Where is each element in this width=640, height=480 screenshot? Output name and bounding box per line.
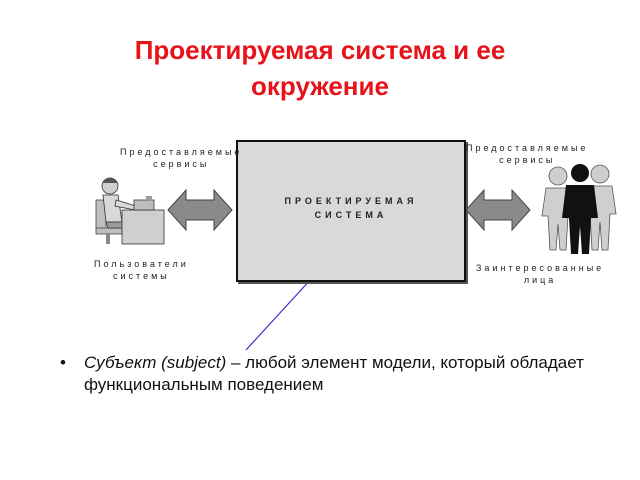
stakeholders-label: Заинтересованные лица — [476, 262, 604, 286]
stakeholders-line-1: Заинтересованные — [476, 263, 605, 273]
right-services-label: Предоставляемые сервисы — [466, 142, 588, 166]
system-line-2: СИСТЕМА — [314, 210, 388, 220]
left-services-line-1: Предоставляемые — [120, 147, 243, 157]
connector-line — [245, 277, 313, 351]
designed-system-label: ПРОЕКТИРУЕМАЯ СИСТЕМА — [238, 194, 464, 222]
right-services-line-1: Предоставляемые — [466, 143, 589, 153]
right-double-arrow — [465, 188, 531, 232]
slide-title: Проектируемая система и ее окружение — [60, 32, 580, 104]
user-at-computer-icon — [95, 177, 165, 245]
designed-system-box: ПРОЕКТИРУЕМАЯ СИСТЕМА — [236, 140, 466, 282]
left-double-arrow — [167, 188, 233, 232]
bullet-term: Субъект (subject) — [84, 353, 227, 372]
left-services-line-2: сервисы — [153, 159, 210, 169]
title-line-2: окружение — [251, 71, 389, 101]
system-users-line-1: Пользователи — [94, 259, 189, 269]
bullet-text: Субъект (subject) – любой элемент модели… — [84, 352, 624, 396]
stakeholders-line-2: лица — [523, 275, 557, 285]
stakeholders-icon — [541, 164, 617, 254]
bullet-dot: • — [60, 353, 66, 372]
left-services-label: Предоставляемые сервисы — [120, 146, 242, 170]
system-users-line-2: системы — [113, 271, 170, 281]
title-line-1: Проектируемая система и ее — [134, 35, 506, 65]
system-line-1: ПРОЕКТИРУЕМАЯ — [284, 196, 418, 206]
bullet-definition: – любой элемент модели, который обладает… — [84, 353, 584, 394]
right-services-line-2: сервисы — [499, 155, 556, 165]
system-users-label: Пользователи системы — [94, 258, 189, 282]
